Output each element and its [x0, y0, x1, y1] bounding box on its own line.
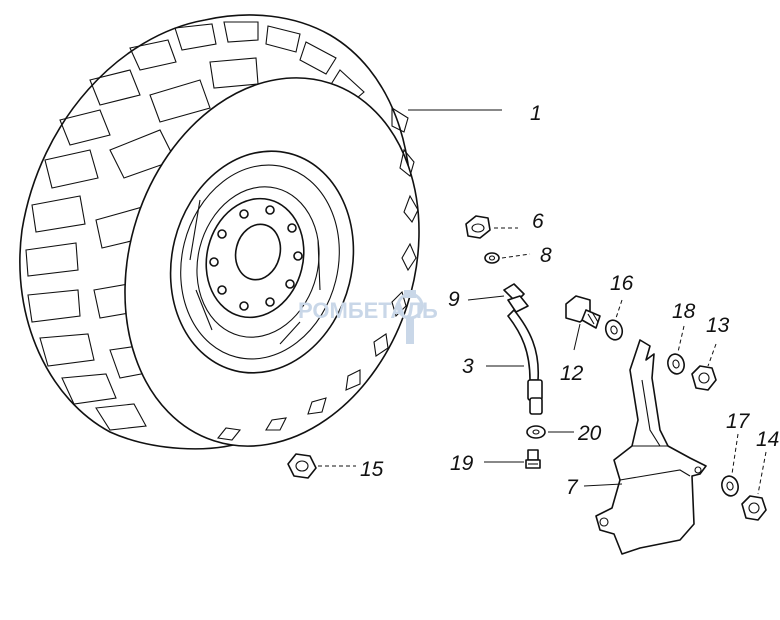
part-washer-20 [526, 425, 546, 439]
watermark: РОМБЕТАЛЬ [298, 290, 438, 344]
part-nut-13 [691, 365, 717, 391]
callout-16: 16 [610, 272, 634, 295]
wheel-assembly [19, 14, 420, 450]
part-washer-17 [721, 475, 739, 497]
callout-14: 14 [756, 428, 779, 451]
tread-pattern [25, 21, 365, 431]
callout-13: 13 [706, 314, 730, 337]
callout-12: 12 [560, 362, 584, 385]
part-bolt [565, 295, 601, 329]
hub-center-hole [234, 223, 282, 281]
callout-3: 3 [462, 355, 474, 378]
callout-8: 8 [540, 244, 552, 267]
part-washer-small [484, 252, 500, 264]
part-bracket [595, 339, 707, 555]
callout-17: 17 [726, 410, 751, 433]
callout-9: 9 [448, 288, 460, 311]
callout-15: 15 [360, 458, 384, 481]
part-nut-15 [287, 453, 317, 479]
callout-20: 20 [577, 422, 602, 445]
rim-inner-ring [196, 186, 320, 338]
part-washer-18 [667, 353, 685, 375]
shoulder-lugs [216, 107, 419, 441]
rim-ring [180, 164, 340, 360]
callout-18: 18 [672, 300, 696, 323]
part-cap-nut [465, 215, 491, 239]
watermark-text: РОМБЕТАЛЬ [298, 298, 438, 323]
stud-holes [209, 205, 303, 311]
part-lock-washer-16 [604, 319, 624, 341]
leader-lines [318, 109, 767, 495]
callout-7: 7 [566, 476, 579, 499]
part-nipple [525, 449, 541, 469]
callout-19: 19 [450, 452, 474, 475]
rim-shading [189, 199, 321, 345]
part-nut-14 [741, 495, 767, 521]
callout-labels: 1 3 6 7 8 9 12 13 14 15 16 17 18 19 20 [360, 102, 779, 499]
callout-6: 6 [532, 210, 544, 233]
callout-1: 1 [530, 102, 542, 125]
part-hose [503, 283, 543, 415]
